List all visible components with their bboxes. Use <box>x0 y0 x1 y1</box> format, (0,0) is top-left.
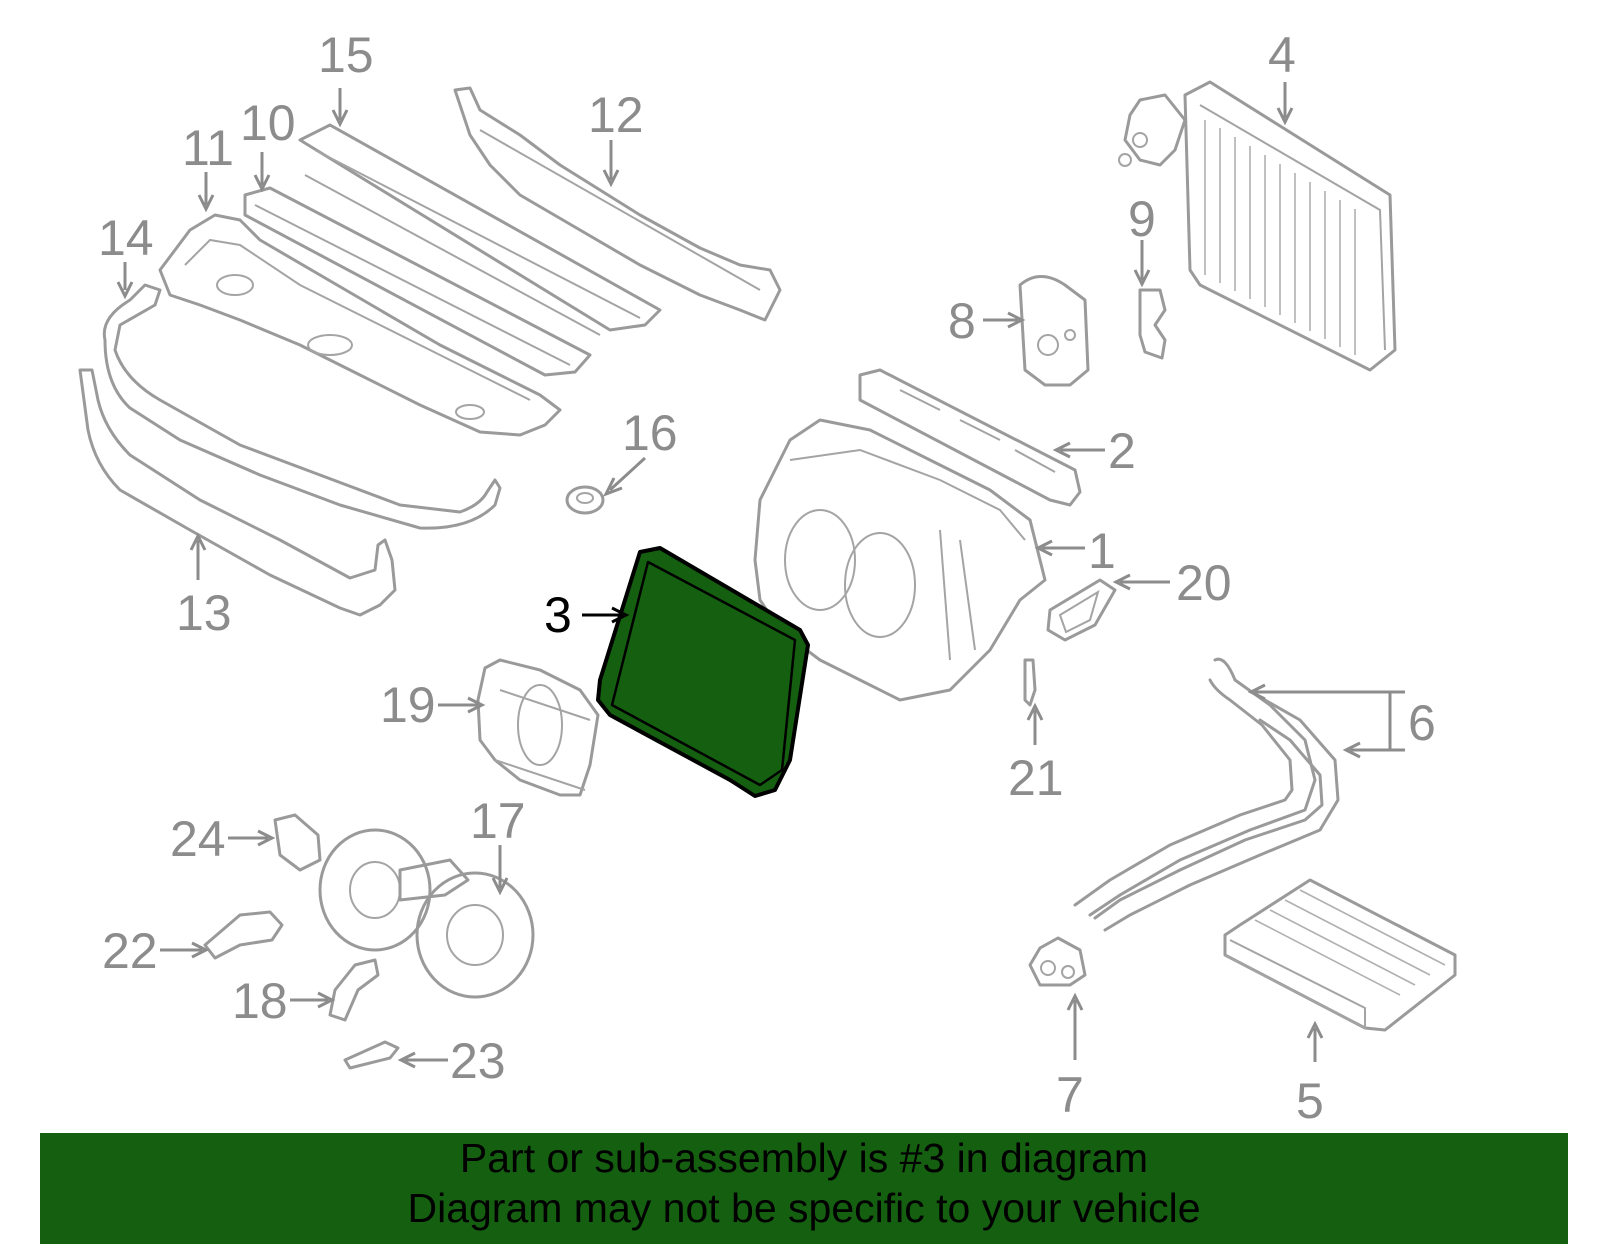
part-14-seal[interactable] <box>102 283 502 530</box>
callout-2: 2 <box>1108 423 1136 479</box>
callout-23: 23 <box>450 1033 506 1089</box>
part-24-resistor[interactable] <box>273 813 322 872</box>
part-12-bracket[interactable] <box>453 86 782 322</box>
callout-arrows <box>116 82 1405 1069</box>
callout-11: 11 <box>182 120 234 176</box>
heater-core-fins <box>1254 889 1446 996</box>
part-23-clip[interactable] <box>343 1040 400 1070</box>
callout-6: 6 <box>1408 695 1436 751</box>
callout-20: 20 <box>1176 555 1232 611</box>
callout-24: 24 <box>170 811 226 867</box>
callout-3: 3 <box>544 587 572 643</box>
part-18-bracket[interactable] <box>328 958 380 1022</box>
part-22-sensor[interactable] <box>203 910 284 960</box>
callout-17: 17 <box>470 793 526 849</box>
part-5-heater-core[interactable] <box>1223 878 1457 1032</box>
callout-1: 1 <box>1088 523 1116 579</box>
callout-14: 14 <box>98 210 154 266</box>
callout-12: 12 <box>588 87 644 143</box>
callout-labels: 15 10 11 12 14 13 4 9 8 2 16 1 20 3 19 2… <box>98 27 1436 1129</box>
banner-line-1: Part or sub-assembly is #3 in diagram <box>459 1135 1149 1181</box>
part-1-heater-housing[interactable] <box>753 418 1047 702</box>
callout-4: 4 <box>1268 27 1296 83</box>
callout-16: 16 <box>622 405 678 461</box>
part-21-pin[interactable] <box>1023 658 1037 707</box>
part-8-expansion-valve[interactable] <box>1018 275 1090 387</box>
part-10-seal-strip[interactable] <box>243 186 592 377</box>
part-15-cowl-cover[interactable] <box>298 123 662 336</box>
part-16-grommet[interactable] <box>565 485 605 515</box>
callout-21: 21 <box>1008 750 1064 806</box>
callout-22: 22 <box>102 923 158 979</box>
banner-line-2: Diagram may not be specific to your vehi… <box>407 1185 1201 1231</box>
callout-15: 15 <box>318 27 374 83</box>
evaporator-fins <box>1204 120 1356 355</box>
part-11-intake-housing[interactable] <box>158 213 562 437</box>
callout-10: 10 <box>240 95 296 151</box>
callout-5: 5 <box>1296 1073 1324 1129</box>
callout-19: 19 <box>380 677 436 733</box>
part-20-gasket[interactable] <box>1046 578 1117 642</box>
part-4-evaporator[interactable] <box>1118 80 1397 372</box>
part-17-blower-motor[interactable] <box>318 828 535 999</box>
part-6-pipes[interactable] <box>1073 657 1340 932</box>
part-19-blower-housing[interactable] <box>476 658 600 797</box>
part-3-highlighted[interactable] <box>596 546 810 798</box>
callout-7: 7 <box>1056 1067 1084 1123</box>
callout-18: 18 <box>232 973 288 1029</box>
part-7-connector[interactable] <box>1028 936 1087 987</box>
callout-8: 8 <box>948 293 976 349</box>
part-9-clip[interactable] <box>1138 288 1167 360</box>
part-2-gasket[interactable] <box>858 368 1082 507</box>
part-13-lower-seal[interactable] <box>78 368 397 617</box>
callout-13: 13 <box>176 585 232 641</box>
info-banner: Part or sub-assembly is #3 in diagram Di… <box>40 1133 1568 1244</box>
callout-9: 9 <box>1128 191 1156 247</box>
